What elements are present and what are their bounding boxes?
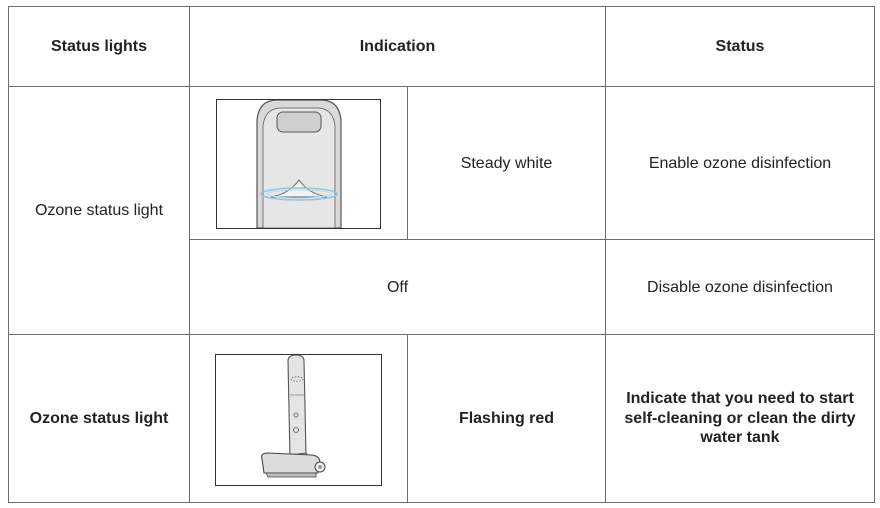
table-border-left [8, 6, 9, 503]
header-divider [8, 86, 875, 87]
column-divider-1 [189, 6, 190, 503]
ozone-light-steady-image [216, 99, 381, 229]
indication-subdivider-1 [407, 86, 408, 239]
row-divider [8, 334, 875, 335]
row1-indication-off: Off [386, 278, 409, 296]
row1-status-disable: Disable ozone disinfection [647, 278, 833, 296]
row2-indication-flashing: Flashing red [458, 410, 555, 427]
row1-indication-steady: Steady white [460, 154, 553, 172]
indication-subdivider-2 [407, 334, 408, 503]
header-indication: Indication [359, 38, 436, 55]
header-status: Status [715, 38, 765, 55]
table-border-bottom [8, 502, 875, 503]
table-border-top [8, 6, 875, 7]
header-status-lights: Status lights [50, 38, 147, 55]
vacuum-upright-illustration [261, 355, 326, 478]
row2-status-self-clean: Indicate that you need to start self-cle… [624, 390, 856, 447]
ozone-light-closeup-illustration [256, 100, 342, 228]
row1-status-enable: Enable ozone disinfection [648, 154, 832, 172]
row1-light-name: Ozone status light [34, 202, 164, 219]
ozone-light-flashing-image [215, 354, 382, 486]
row-subdivider [189, 239, 875, 240]
table-border-right [874, 6, 875, 503]
row2-light-name: Ozone status light [29, 410, 169, 427]
column-divider-2 [605, 6, 606, 503]
